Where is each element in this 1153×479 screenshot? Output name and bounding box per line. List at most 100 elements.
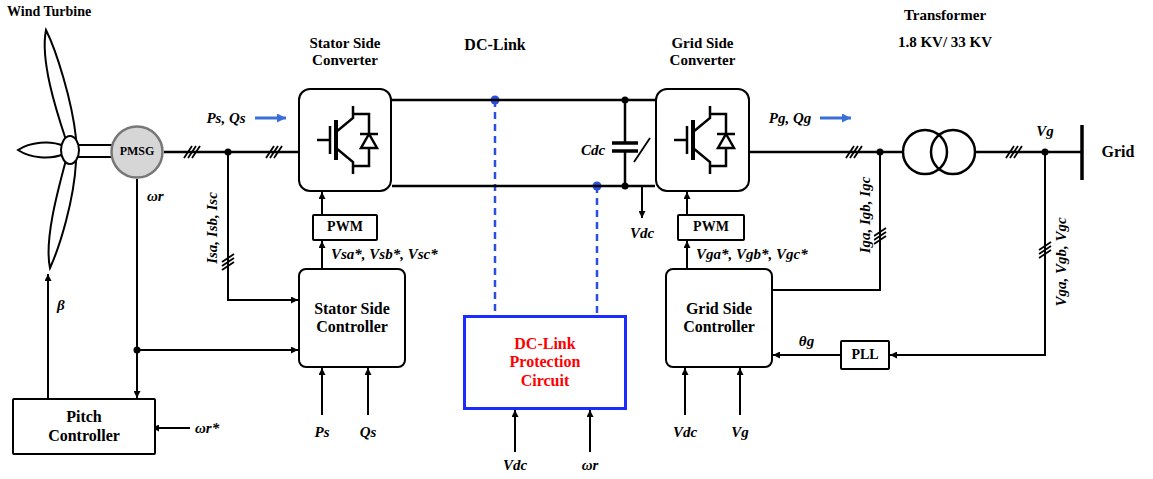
dc-capacitor	[624, 151, 627, 186]
power-flow-arrow	[820, 117, 851, 120]
junction-dot	[1042, 149, 1049, 156]
three-phase-ticks	[184, 146, 1051, 270]
signal-wires	[47, 274, 49, 398]
signal-label: Qs	[359, 424, 378, 441]
signal-label: Pg, Qg	[768, 110, 813, 127]
signal-label: Cdc	[580, 142, 606, 159]
signal-label: Vsa*, Vsb*, Vsc*	[330, 246, 439, 263]
pwm-box: PWM	[312, 214, 378, 241]
node-text: Grid Side Controller	[681, 300, 757, 337]
node-text: PWM	[693, 219, 729, 235]
connector	[773, 354, 840, 356]
dc-capacitor	[624, 100, 627, 143]
signal-label: Vg	[730, 424, 750, 441]
node-text: PWM	[327, 219, 363, 235]
converter: Grid Side Converter	[655, 18, 750, 192]
protection-taps	[495, 100, 597, 315]
node-text: PMSG	[120, 145, 155, 159]
transformer-symbol	[890, 5, 1000, 180]
controller-box: Stator Side Controller	[298, 268, 406, 368]
wind-turbine	[18, 143, 64, 158]
converter: Stator Side Converter	[298, 18, 392, 192]
converter-heading: Grid Side Converter	[649, 18, 756, 86]
converter-box	[298, 88, 392, 192]
pitch-controller-box: Pitch Controller	[12, 398, 156, 455]
signal-label: Iga, Igb, Igc	[857, 176, 874, 255]
protection-box: DC-Link Protection Circuit	[463, 315, 627, 410]
converter-box	[655, 88, 750, 192]
generator-circle: PMSG	[110, 125, 164, 179]
connector	[321, 192, 323, 214]
wind-turbine	[61, 136, 79, 164]
signal-wires	[760, 152, 880, 290]
converter-heading: Stator Side Converter	[292, 18, 398, 86]
node-text: PLL	[851, 347, 878, 363]
signal-wires	[589, 410, 591, 452]
signal-label: ωr	[146, 188, 165, 205]
dc-capacitor	[634, 138, 650, 162]
connector	[321, 241, 323, 268]
signal-label: Vga*, Vgb*, Vgc*	[695, 246, 809, 263]
node-text: 1.8 KV/ 33 KV	[898, 34, 992, 51]
caption-label: Wind Turbine	[6, 4, 92, 19]
dc-capacitor	[612, 141, 638, 145]
igbt-symbol	[317, 106, 378, 174]
node-text: DC-Link Protection Circuit	[496, 335, 594, 390]
caption-label: Grid	[1101, 143, 1136, 161]
signal-wires	[514, 410, 516, 452]
wind-turbine	[49, 160, 76, 268]
node-text: Pitch Controller	[34, 408, 134, 445]
signal-wires	[228, 152, 298, 300]
pll-box: PLL	[840, 340, 890, 370]
signal-label: Ps	[314, 424, 331, 441]
signal-label: Isa, Isb, Isc	[204, 191, 221, 265]
signal-label: ωr*	[194, 420, 220, 437]
edge-label: θg	[798, 333, 815, 350]
connector	[686, 192, 688, 214]
power-flow-arrow	[255, 117, 851, 120]
igbt-symbol	[674, 106, 735, 174]
transformer-winding	[903, 130, 947, 174]
pwm-box: PWM	[677, 214, 745, 241]
signal-wires	[684, 368, 686, 415]
connector	[392, 99, 655, 102]
generator-outline	[112, 127, 163, 178]
wind-turbine	[78, 145, 112, 157]
power-wires	[890, 151, 903, 154]
node-text: Stator Side Controller	[314, 300, 390, 337]
signal-label: Ps, Qs	[205, 110, 246, 127]
signal-wires	[152, 427, 190, 429]
signal-wires	[890, 152, 1045, 355]
signal-wires	[48, 152, 1045, 452]
dc-capacitor	[612, 100, 650, 186]
protection-taps	[596, 186, 599, 315]
wind-turbine	[45, 30, 76, 140]
transformer-winding	[931, 130, 975, 174]
transformer: Transformer 1.8 KV/ 33 KV	[890, 5, 1000, 180]
power-flow-arrow	[255, 117, 286, 120]
node-text: Transformer	[904, 7, 986, 24]
protection-taps	[494, 100, 497, 315]
connector	[750, 151, 890, 154]
connector	[392, 185, 655, 188]
caption-label: DC-Link	[463, 36, 526, 54]
signal-label: Vdc	[629, 225, 655, 242]
connector	[686, 241, 688, 268]
signal-wires	[641, 186, 643, 218]
node-text: Grid Side Converter	[649, 35, 756, 70]
signal-label: Vdc	[502, 457, 528, 474]
node-text: Stator Side Converter	[292, 35, 398, 70]
signal-wires	[321, 368, 323, 415]
controller-box: Grid Side Controller	[665, 268, 773, 368]
power-wires	[1080, 125, 1084, 180]
signal-wires	[367, 368, 369, 415]
connector	[136, 179, 138, 398]
signal-label: Vg	[1035, 123, 1055, 140]
connector	[137, 179, 298, 350]
signal-label: β	[56, 297, 66, 314]
signal-label: Vga, Vgb, Vgc	[1053, 216, 1070, 307]
signal-label: ωr	[581, 457, 600, 474]
signal-wires	[739, 368, 741, 415]
signal-label: Vdc	[672, 424, 698, 441]
